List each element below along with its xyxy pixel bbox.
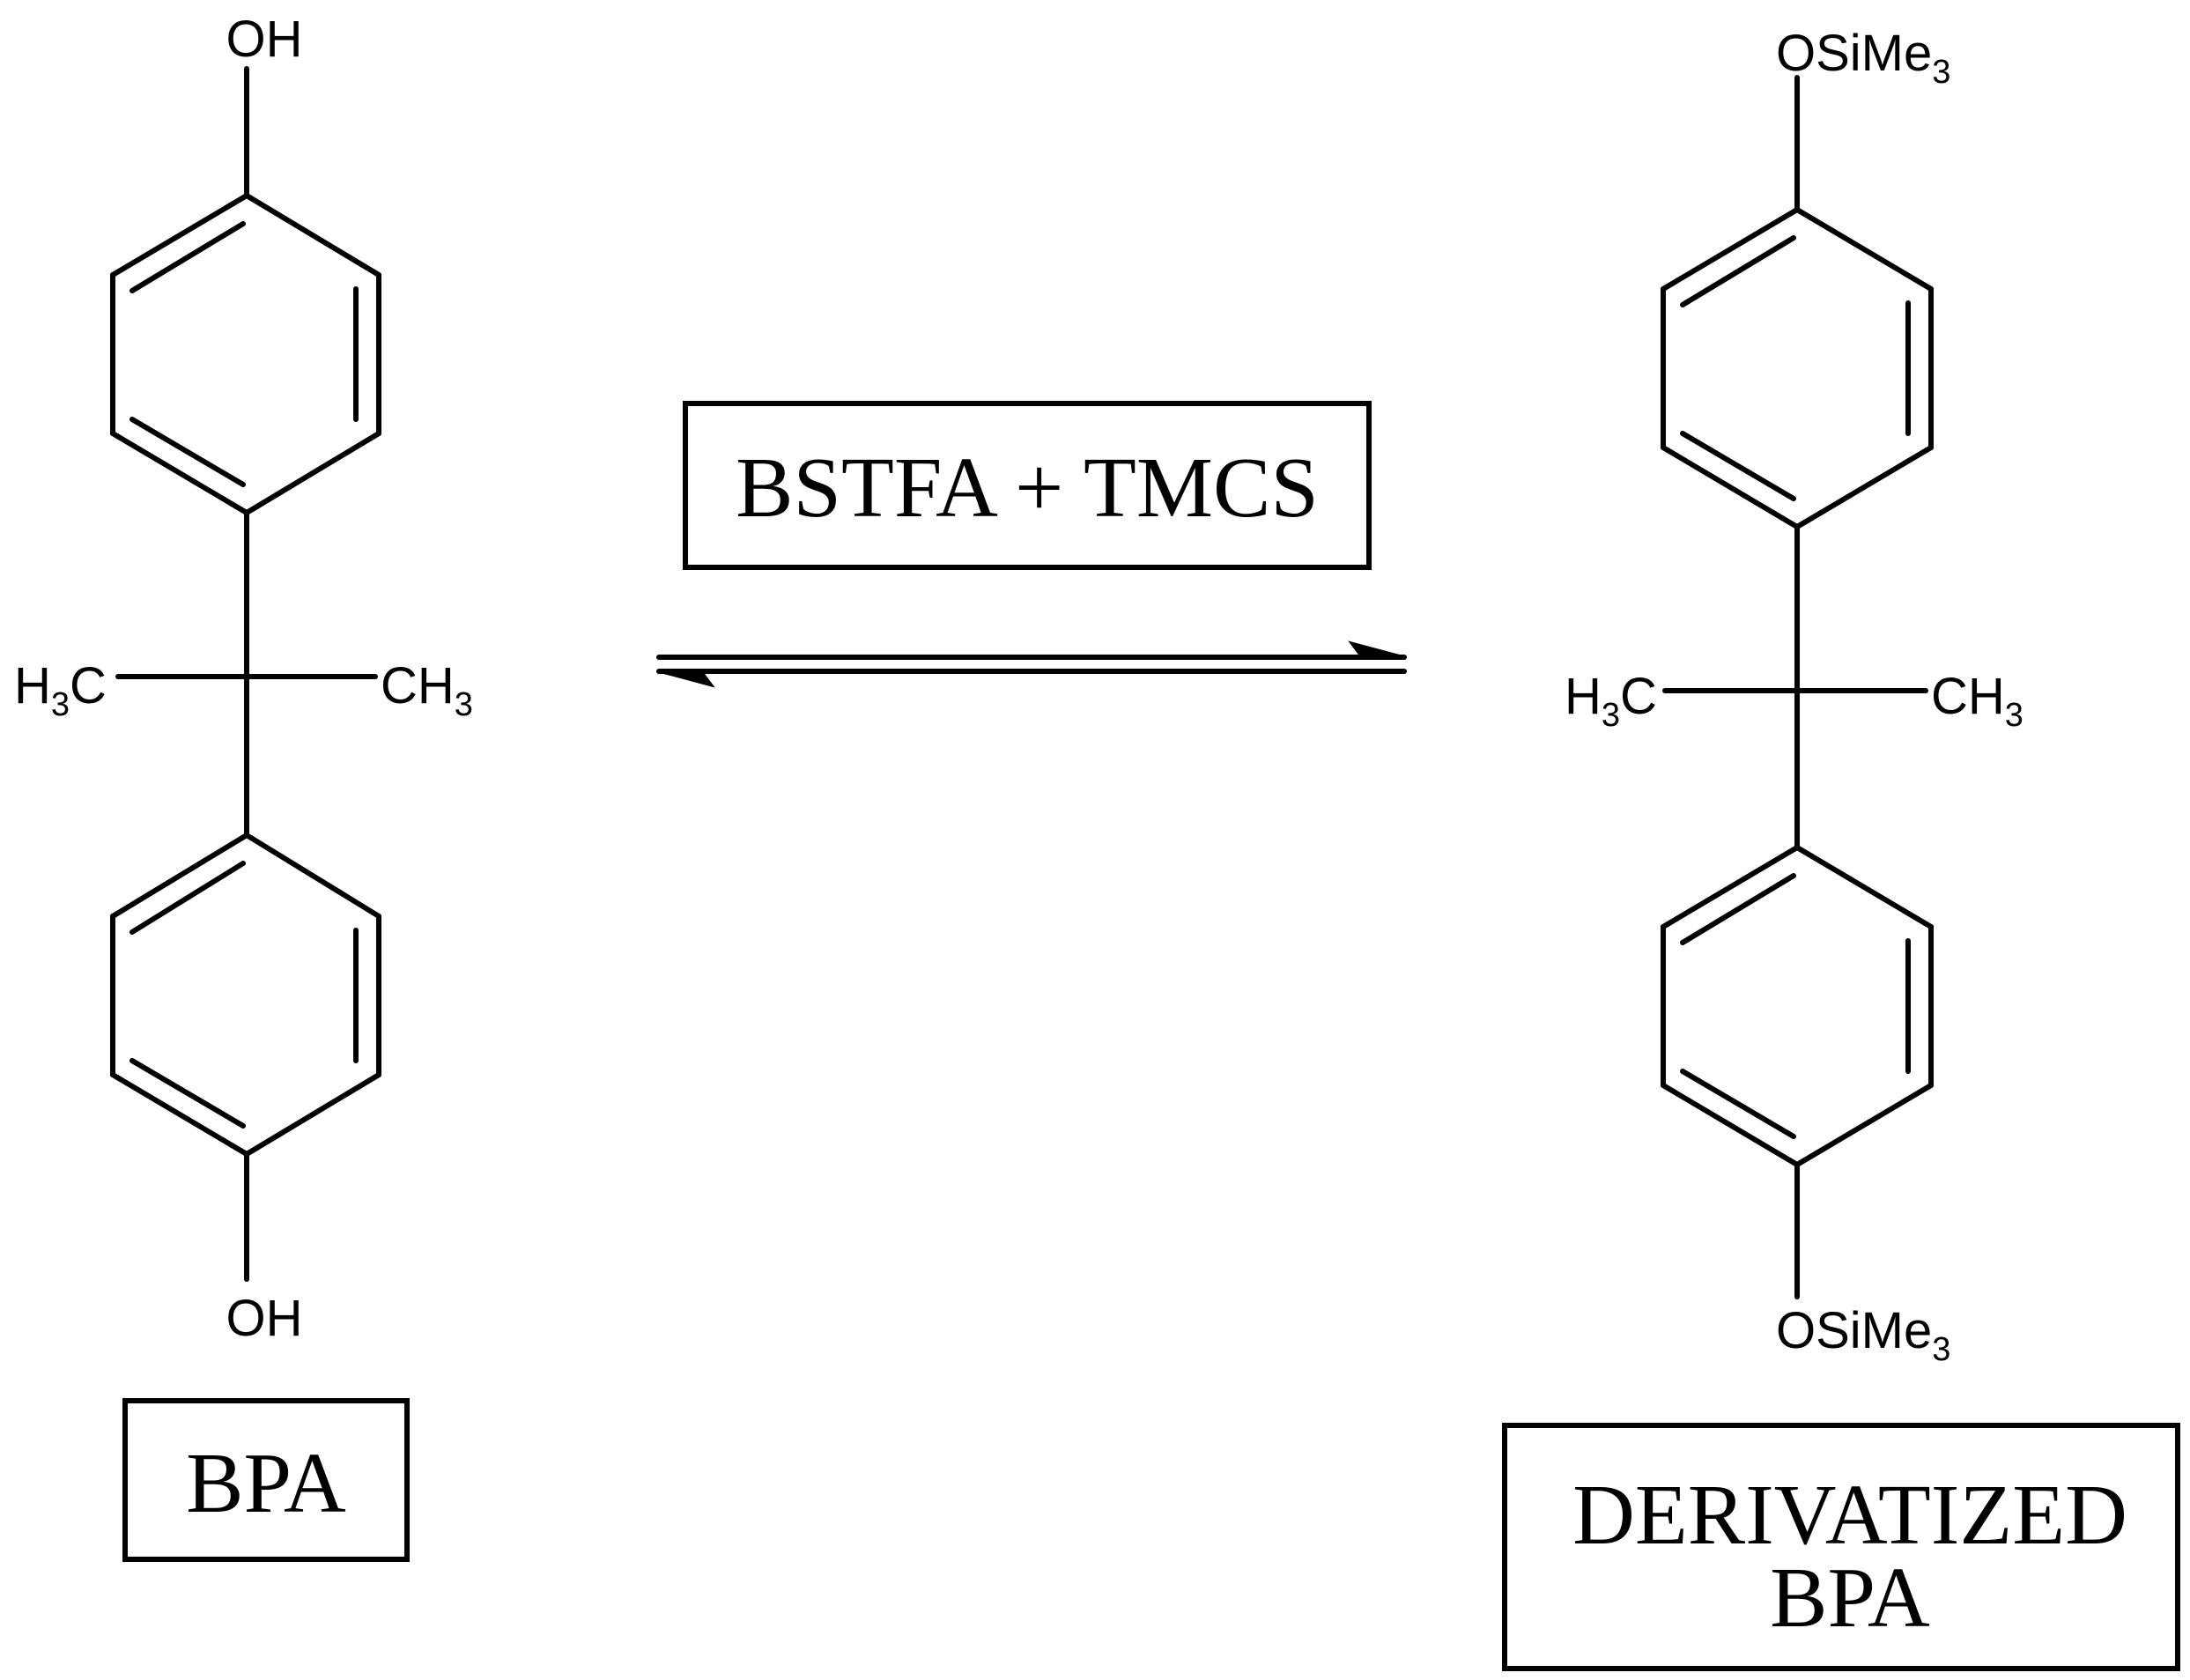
- product-right-methyl: CH3: [1931, 668, 2024, 734]
- bpa-structure: OH OH H3C CH3: [14, 11, 473, 1347]
- bpa-top-hydroxyl: OH: [226, 11, 303, 68]
- equilibrium-arrows: [656, 640, 1407, 688]
- bpa-top-ring: [110, 193, 381, 515]
- bpa-bottom-hydroxyl: OH: [226, 1290, 303, 1347]
- bpa-right-methyl: CH3: [381, 657, 473, 723]
- reverse-arrowhead: [658, 670, 715, 688]
- bpa-label-box: BPA: [122, 1398, 410, 1562]
- derivatized-label-line2: BPA: [1770, 1550, 1930, 1646]
- derivatized-label-line1: DERIVATIZED: [1572, 1468, 2127, 1563]
- bpa-bottom-ring: [110, 833, 381, 1157]
- product-top-ring: [1661, 207, 1934, 529]
- reagent-label: BSTFA + TMCS: [736, 440, 1319, 536]
- product-bottom-trimethylsilyloxy: OSiMe3: [1776, 1302, 1950, 1368]
- derivatized-bpa-structure: OSiMe3 OSiMe3 H3C CH3: [1565, 25, 2024, 1368]
- bpa-left-methyl: H3C: [14, 657, 107, 723]
- product-top-trimethylsilyloxy: OSiMe3: [1776, 25, 1950, 91]
- derivatized-bpa-label-box: DERIVATIZED BPA: [1502, 1423, 2180, 1671]
- product-left-methyl: H3C: [1565, 668, 1657, 734]
- bpa-label: BPA: [186, 1436, 346, 1531]
- product-bottom-ring: [1661, 845, 1934, 1167]
- forward-arrowhead: [1348, 640, 1405, 659]
- reagent-box: BSTFA + TMCS: [683, 401, 1372, 570]
